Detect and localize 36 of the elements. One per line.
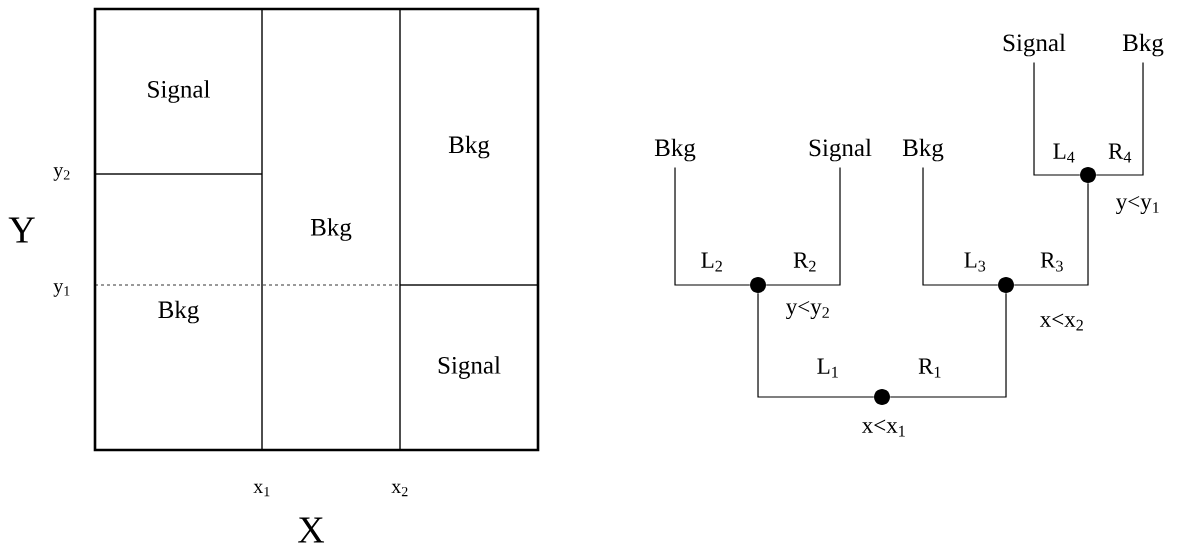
- branch-line: [1095, 61, 1144, 176]
- region-cell: Bkg: [261, 8, 401, 451]
- branch-label: L$_{1}$: [817, 358, 838, 378]
- leaf-label: Bkg: [1122, 33, 1164, 57]
- branch-line: [1013, 182, 1089, 286]
- branch-label: L$_{3}$: [964, 252, 986, 272]
- condition-label: y<y$_{2}$: [786, 300, 829, 320]
- threshold-label: x$_{1}$: [253, 483, 270, 497]
- region-cell: Signal: [399, 284, 539, 451]
- leaf-label: Bkg: [654, 138, 696, 162]
- threshold-label: x$_{2}$: [391, 483, 408, 497]
- branch-line: [922, 166, 999, 286]
- axis-label: X: [298, 517, 325, 543]
- branch-label: R$_{4}$: [1108, 143, 1132, 163]
- leaf-label: Signal: [809, 138, 872, 162]
- branch-label: L$_{4}$: [1053, 143, 1075, 163]
- branch-line: [1033, 61, 1081, 176]
- condition-label: y<y$_{1}$: [1116, 195, 1159, 215]
- condition-label: x<x$_{1}$: [861, 419, 905, 437]
- region-cell: Signal: [94, 8, 263, 175]
- branch-label: L$_{2}$: [701, 252, 722, 272]
- condition-label: x<x$_{2}$: [1039, 313, 1083, 331]
- branch-label: R$_{1}$: [918, 358, 941, 378]
- leaf-label: Signal: [1003, 33, 1066, 57]
- axis-label: Y: [8, 217, 35, 243]
- threshold-label: y$_{2}$: [53, 167, 70, 181]
- branch-label: R$_{3}$: [1040, 252, 1063, 272]
- branch-line: [765, 166, 841, 286]
- branch-line: [889, 292, 1007, 398]
- threshold-label: y$_{1}$: [53, 283, 70, 297]
- branch-line: [674, 166, 751, 286]
- branch-line: [757, 292, 875, 398]
- region-cell: Bkg: [399, 8, 539, 286]
- branch-label: R$_{2}$: [793, 252, 816, 272]
- region-cell: Bkg: [94, 173, 263, 451]
- leaf-label: Bkg: [902, 138, 944, 162]
